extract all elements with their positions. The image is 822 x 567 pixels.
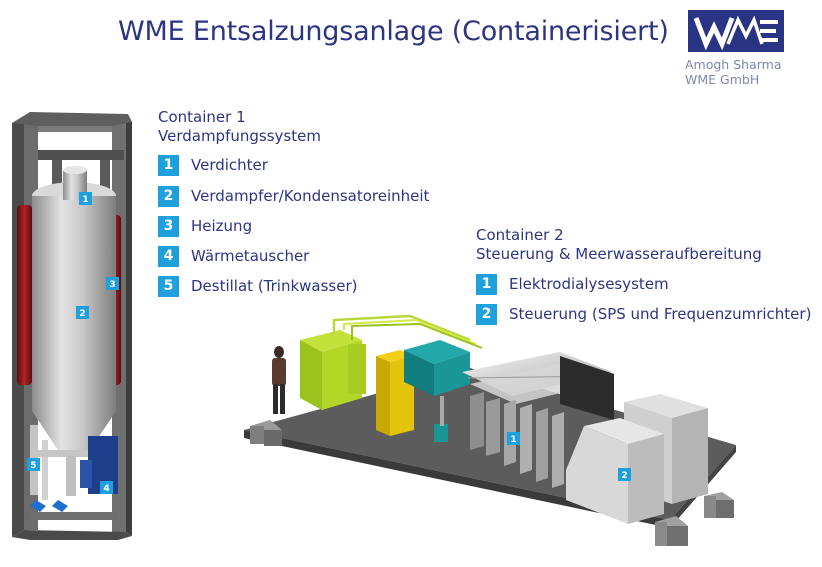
container2-title: Container 2 bbox=[476, 226, 564, 244]
item-label: Verdichter bbox=[191, 156, 268, 174]
wme-logo-mark bbox=[693, 15, 778, 51]
tower-marker-1: 1 bbox=[82, 195, 88, 205]
platform-marker-2: 2 bbox=[621, 471, 627, 481]
number-badge: 1 bbox=[476, 273, 497, 295]
item-label: Elektrodialysesystem bbox=[509, 275, 669, 293]
tower-marker-4: 4 bbox=[103, 484, 109, 494]
container1-item-3: 3 Heizung bbox=[158, 215, 253, 237]
container2-item-1: 1 Elektrodialysesystem bbox=[476, 273, 669, 295]
number-badge: 2 bbox=[158, 185, 179, 207]
page-title: WME Entsalzungsanlage (Containerisiert) bbox=[118, 16, 669, 47]
author-name: Amogh Sharma bbox=[685, 57, 782, 72]
container1-subtitle: Verdampfungssystem bbox=[158, 127, 321, 145]
item-label: Wärmetauscher bbox=[191, 247, 310, 265]
item-label: Steuerung (SPS und Frequenzumrichter) bbox=[509, 305, 812, 323]
container1-heading: Container 1 Verdampfungssystem bbox=[158, 108, 321, 146]
number-badge: 2 bbox=[476, 303, 497, 325]
number-badge: 4 bbox=[158, 245, 179, 267]
evaporation-tower: 1 2 3 4 5 bbox=[12, 112, 132, 540]
number-badge: 1 bbox=[158, 154, 179, 176]
container1-item-4: 4 Wärmetauscher bbox=[158, 245, 310, 267]
item-label: Heizung bbox=[191, 217, 253, 235]
tower-marker-2: 2 bbox=[79, 309, 85, 319]
author-company: WME GmbH bbox=[685, 72, 760, 87]
tower-marker-5: 5 bbox=[30, 461, 36, 471]
container1-item-2: 2 Verdampfer/Kondensatoreinheit bbox=[158, 185, 430, 207]
tower-marker-3: 3 bbox=[109, 280, 115, 290]
author-block: Amogh Sharma WME GmbH bbox=[685, 57, 781, 87]
container1-item-5: 5 Destillat (Trinkwasser) bbox=[158, 275, 358, 297]
item-label: Verdampfer/Kondensatoreinheit bbox=[191, 187, 430, 205]
number-badge: 5 bbox=[158, 275, 179, 297]
item-label: Destillat (Trinkwasser) bbox=[191, 277, 358, 295]
container2-item-2: 2 Steuerung (SPS und Frequenzumrichter) bbox=[476, 303, 812, 325]
number-badge: 3 bbox=[158, 215, 179, 237]
wme-logo bbox=[688, 10, 784, 52]
platform-marker-1: 1 bbox=[510, 435, 516, 445]
container1-title: Container 1 bbox=[158, 108, 246, 126]
container1-item-1: 1 Verdichter bbox=[158, 154, 268, 176]
container2-subtitle: Steuerung & Meerwasseraufbereitung bbox=[476, 245, 762, 263]
container2-platform: 1 2 bbox=[244, 314, 736, 546]
container2-heading: Container 2 Steuerung & Meerwasseraufber… bbox=[476, 226, 762, 264]
